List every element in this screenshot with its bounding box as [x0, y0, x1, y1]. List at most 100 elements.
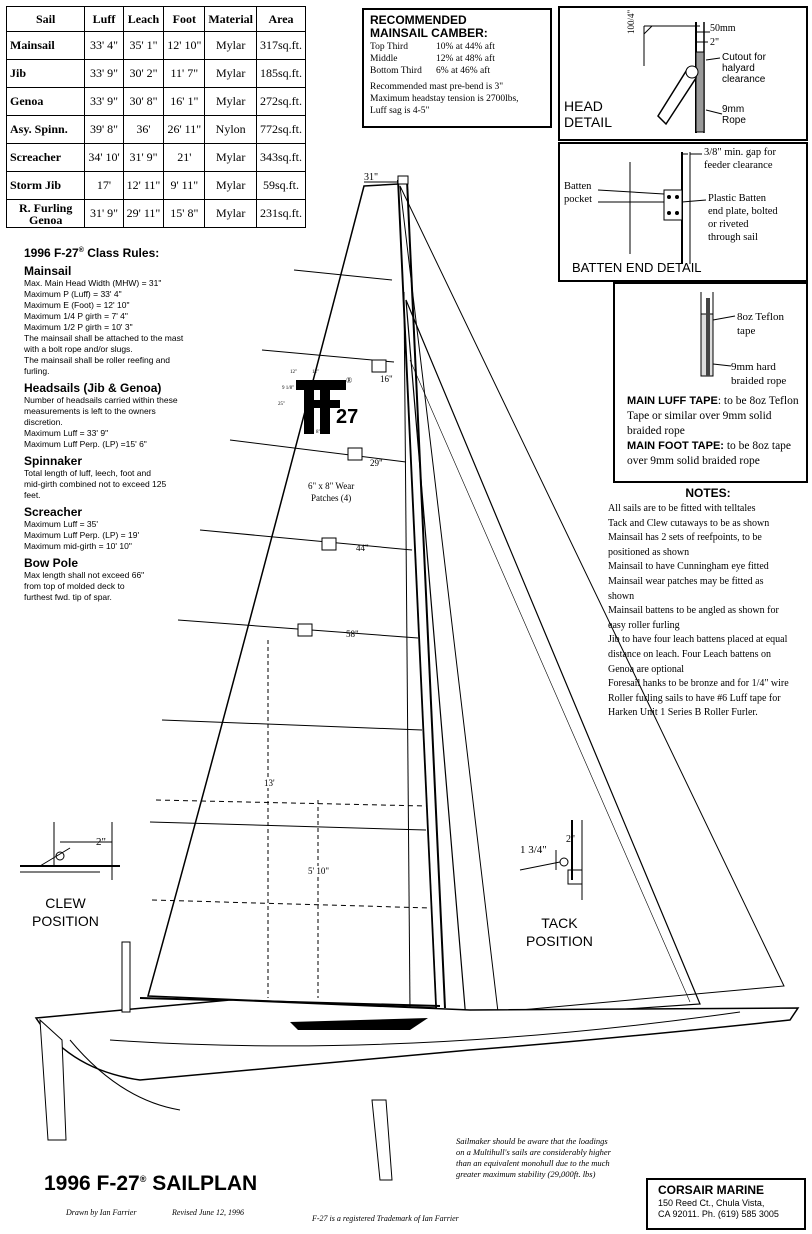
table-cell: 317sq.ft.: [256, 31, 306, 60]
rules-line: Max. Main Head Width (MHW) = 31": [24, 278, 162, 288]
sail-name-cell: Screacher: [5, 143, 86, 172]
note-line: easy roller furling: [608, 619, 680, 631]
rules-line: Maximum Luff Perp. (LP) = 19': [24, 530, 140, 540]
batten-detail-drawing: [597, 152, 707, 264]
note-line: shown: [608, 590, 635, 602]
table-cell: 772sq.ft.: [256, 115, 306, 144]
rudder-post: [121, 941, 131, 1013]
table-header: Foot: [163, 6, 206, 32]
rules-title: 1996 F-27® Class Rules:: [24, 246, 160, 260]
forestay: [403, 291, 411, 1011]
table-header: Luff: [84, 6, 124, 32]
luff-tape-drawing: [700, 292, 736, 377]
sail-name-cell: Mainsail: [5, 31, 86, 60]
table-cell: Mylar: [204, 199, 257, 228]
mainsail-outline: [147, 183, 437, 1009]
sailmaker-note: Sailmaker should be aware that the loadi…: [456, 1136, 611, 1179]
note-line: Harken Unit 1 Series B Roller Furler.: [608, 707, 758, 719]
head-detail-box: 100/4" 50mm 2" Cutout for halyard cleara…: [558, 6, 808, 141]
camber-title-2: MAINSAIL CAMBER:: [370, 26, 488, 40]
logo-reg: ®: [346, 376, 353, 385]
note-line: Mainsail wear patches may be fitted as: [608, 575, 764, 587]
note-line: Foresail hanks to be bronze and for 1/4"…: [608, 678, 789, 690]
dim-44-label: 44": [356, 543, 369, 553]
rules-line: from top of molded deck to: [24, 581, 125, 591]
hull: [34, 999, 800, 1081]
head-detail-title: HEAD DETAIL: [564, 98, 612, 130]
table-cell: 39' 8": [84, 115, 124, 144]
dim-13-label: 13': [264, 778, 275, 788]
hull-bow: [69, 1039, 181, 1111]
rules-line: Maximum Luff = 35': [24, 519, 98, 529]
rules-section-heading: Headsails (Jib & Genoa): [24, 381, 162, 395]
batten-detail-title: BATTEN END DETAIL: [572, 260, 702, 275]
rules-section-heading: Bow Pole: [24, 556, 79, 570]
table-cell: 31' 9": [122, 143, 165, 172]
wear-patches: [297, 359, 387, 637]
rules-section-heading: Screacher: [24, 505, 83, 519]
sail-name-cell: R. Furling Genoa: [5, 199, 86, 228]
table-cell: 34' 10': [84, 143, 124, 172]
table-cell: 15' 8": [163, 199, 206, 228]
cutout-label: Cutout for halyard clearance: [722, 52, 766, 85]
note-line: Mainsail battens to be angled as shown f…: [608, 605, 779, 617]
notes-title: NOTES:: [685, 486, 731, 500]
hull-sheer: [109, 1011, 741, 1047]
rules-line: with a bolt rope and/or slugs.: [24, 344, 133, 354]
table-cell: 26' 11": [163, 115, 206, 144]
rules-line: mid-girth combined not to exceed 125: [24, 479, 167, 489]
rudder: [39, 1018, 67, 1141]
f27-logo: 27 ®: [286, 374, 366, 438]
sail-name-cell: Asy. Spinn.: [5, 115, 86, 144]
company-name: CORSAIR MARINE: [658, 1183, 765, 1197]
rules-line: Maximum 1/4 P girth = 7' 4": [24, 311, 128, 321]
table-cell: Mylar: [204, 59, 257, 88]
rope-label: 9mm Rope: [722, 104, 746, 126]
mast-head: [397, 175, 409, 185]
table-cell: 12' 10": [163, 31, 206, 60]
table-cell: 30' 2": [122, 59, 165, 88]
note-line: Genoa are optional: [608, 663, 685, 675]
table-cell: 33' 4": [84, 31, 124, 60]
braided-rope-label: 9mm hard braided rope: [731, 361, 787, 387]
daggerboard: [371, 1099, 393, 1181]
table-cell: 33' 9": [84, 59, 124, 88]
screacher-outline: [399, 185, 785, 1013]
batten-detail-box: 3/8" min. gap for feeder clearance Batte…: [558, 142, 808, 282]
rules-section-heading: Mainsail: [24, 264, 72, 278]
camber-notes: Recommended mast pre-bend is 3" Maximum …: [370, 82, 519, 116]
company-box: CORSAIR MARINE 150 Reed Ct., Chula Vista…: [646, 1178, 806, 1230]
table-cell: 35' 1": [122, 31, 165, 60]
note-line: Mainsail has 2 sets of reefpoints, to be: [608, 532, 762, 544]
table-header: Sail: [5, 6, 86, 32]
table-header: Area: [256, 6, 306, 32]
tack-dim-1: 1 3/4": [520, 844, 547, 856]
clew-detail-drawing: [20, 822, 120, 880]
rules-line: Maximum Luff Perp. (LP) =15' 6": [24, 439, 147, 449]
batten-pocket-label: Batten pocket: [564, 181, 592, 205]
company-address-1: 150 Reed Ct., Chula Vista,: [658, 1198, 765, 1208]
dim-5-10-label: 5' 10": [308, 866, 330, 876]
rules-line: Maximum mid-girth = 10' 10": [24, 541, 132, 551]
table-cell: 343sq.ft.: [256, 143, 306, 172]
sailplan-title: 1996 F-27® SAILPLAN: [44, 1172, 258, 1195]
clew-dim: 2": [96, 836, 106, 848]
main-luff-tape: MAIN LUFF TAPE: to be 8oz Teflon Tape or…: [627, 395, 799, 437]
reef-line: [151, 899, 433, 909]
note-line: distance on leach. Four Leach battens on: [608, 648, 771, 660]
logo-27: 27: [336, 406, 359, 428]
table-cell: 36': [122, 115, 165, 144]
table-cell: 31' 9": [84, 199, 124, 228]
sail-table-header: Sail Luff Leach Foot Material Area: [5, 6, 306, 32]
rules-line: furling.: [24, 366, 50, 376]
dim-58-label: 58": [346, 629, 359, 639]
table-cell: 17': [84, 171, 124, 200]
rules-line: measurements is left to the owners: [24, 406, 156, 416]
reef-line: [155, 799, 427, 807]
